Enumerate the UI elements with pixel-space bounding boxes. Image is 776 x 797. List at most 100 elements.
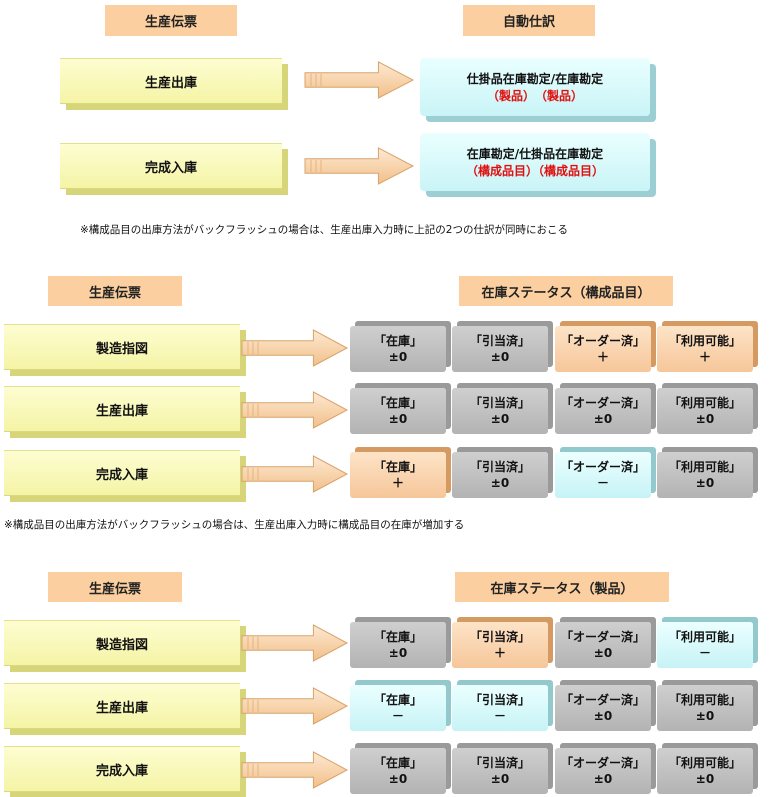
status-tile: 「引当済」 ±0 bbox=[452, 388, 548, 434]
status-tile: 「在庫」 ±0 bbox=[350, 748, 446, 794]
right-arrow-icon bbox=[241, 751, 349, 789]
status-change: ±0 bbox=[490, 772, 510, 786]
status-change: ±0 bbox=[388, 350, 408, 364]
status-tile: 「利用可能」 ±0 bbox=[657, 452, 753, 498]
section1-note: ※構成品目の出庫方法がバックフラッシュの場合は、生産出庫入力時に上記の2つの仕訳… bbox=[80, 224, 568, 236]
status-change: ±0 bbox=[695, 412, 715, 426]
journal-entry-target: （製品） （製品） bbox=[486, 89, 583, 103]
status-change: ±0 bbox=[695, 772, 715, 786]
section3-header-slip: 生産伝票 bbox=[48, 572, 182, 602]
journal-entry-line: 在庫勘定/仕掛品在庫勘定 bbox=[466, 147, 604, 161]
right-arrow-icon bbox=[241, 455, 349, 493]
status-name: 「オーダー済」 bbox=[560, 460, 645, 474]
status-tile: 「オーダー済」 ±0 bbox=[555, 748, 651, 794]
slip-box: 完成入庫 bbox=[4, 450, 240, 496]
status-name: 「引当済」 bbox=[469, 630, 530, 644]
status-change: ±0 bbox=[593, 412, 613, 426]
section1-journal-completion: 在庫勘定/仕掛品在庫勘定 （構成品目）（構成品目） bbox=[420, 133, 650, 191]
status-change: ±0 bbox=[490, 412, 510, 426]
status-change: ±0 bbox=[490, 350, 510, 364]
status-change: ±0 bbox=[695, 476, 715, 490]
status-change: ±0 bbox=[593, 772, 613, 786]
section2-note: ※構成品目の出庫方法がバックフラッシュの場合は、生産出庫入力時に構成品目の在庫が… bbox=[4, 519, 465, 531]
status-change: － bbox=[493, 709, 506, 723]
status-change: ＋ bbox=[596, 350, 609, 364]
status-tile: 「オーダー済」 ±0 bbox=[555, 622, 651, 668]
section1-slip-shipment: 生産出庫 bbox=[60, 58, 282, 104]
status-name: 「利用可能」 bbox=[668, 334, 741, 348]
journal-entry-line: 仕掛品在庫勘定/在庫勘定 bbox=[466, 72, 604, 86]
status-tile: 「オーダー済」 ±0 bbox=[555, 685, 651, 731]
status-name: 「オーダー済」 bbox=[560, 334, 645, 348]
status-change: ±0 bbox=[695, 709, 715, 723]
status-name: 「引当済」 bbox=[469, 334, 530, 348]
status-change: ＋ bbox=[391, 476, 404, 490]
section2-header-status: 在庫ステータス（構成品目） bbox=[459, 276, 673, 306]
status-change: ＋ bbox=[493, 646, 506, 660]
status-tile: 「利用可能」 ±0 bbox=[657, 685, 753, 731]
status-name: 「利用可能」 bbox=[668, 396, 741, 410]
slip-box: 生産出庫 bbox=[4, 683, 240, 729]
slip-box: 完成入庫 bbox=[4, 746, 240, 792]
right-arrow-icon bbox=[241, 687, 349, 725]
status-tile: 「引当済」 ±0 bbox=[452, 452, 548, 498]
status-change: ±0 bbox=[593, 646, 613, 660]
status-name: 「引当済」 bbox=[469, 756, 530, 770]
slip-box: 製造指図 bbox=[4, 620, 240, 666]
status-tile: 「在庫」 － bbox=[350, 685, 446, 731]
slip-box: 製造指図 bbox=[4, 324, 240, 370]
status-tile: 「オーダー済」 ＋ bbox=[555, 326, 651, 372]
status-tile: 「引当済」 ±0 bbox=[452, 326, 548, 372]
status-name: 「在庫」 bbox=[373, 693, 422, 707]
slip-box: 生産出庫 bbox=[4, 386, 240, 432]
status-name: 「利用可能」 bbox=[668, 693, 741, 707]
status-name: 「オーダー済」 bbox=[560, 693, 645, 707]
status-tile: 「引当済」 － bbox=[452, 685, 548, 731]
status-tile: 「オーダー済」 － bbox=[555, 452, 651, 498]
status-name: 「引当済」 bbox=[469, 693, 530, 707]
right-arrow-icon bbox=[304, 147, 415, 185]
status-change: ±0 bbox=[388, 412, 408, 426]
status-name: 「オーダー済」 bbox=[560, 396, 645, 410]
status-change: ±0 bbox=[388, 772, 408, 786]
status-name: 「オーダー済」 bbox=[560, 630, 645, 644]
status-change: － bbox=[698, 646, 711, 660]
right-arrow-icon bbox=[304, 61, 415, 99]
section3-header-status: 在庫ステータス（製品） bbox=[455, 572, 669, 602]
status-change: ＋ bbox=[698, 350, 711, 364]
status-name: 「利用可能」 bbox=[668, 756, 741, 770]
status-tile: 「在庫」 ±0 bbox=[350, 622, 446, 668]
section1-journal-shipment: 仕掛品在庫勘定/在庫勘定 （製品） （製品） bbox=[420, 58, 650, 116]
section2-header-slip: 生産伝票 bbox=[48, 276, 182, 306]
status-tile: 「引当済」 ±0 bbox=[452, 748, 548, 794]
status-change: ±0 bbox=[593, 709, 613, 723]
section1-header-slip: 生産伝票 bbox=[105, 5, 237, 36]
status-tile: 「在庫」 ±0 bbox=[350, 326, 446, 372]
status-tile: 「オーダー済」 ±0 bbox=[555, 388, 651, 434]
status-name: 「在庫」 bbox=[373, 396, 422, 410]
right-arrow-icon bbox=[241, 391, 349, 429]
journal-entry-target: （構成品目）（構成品目） bbox=[465, 164, 604, 178]
status-tile: 「利用可能」 ＋ bbox=[657, 326, 753, 372]
status-name: 「在庫」 bbox=[373, 334, 422, 348]
status-change: － bbox=[596, 476, 609, 490]
status-name: 「利用可能」 bbox=[668, 460, 741, 474]
status-tile: 「利用可能」 ±0 bbox=[657, 388, 753, 434]
status-tile: 「引当済」 ＋ bbox=[452, 622, 548, 668]
status-change: － bbox=[391, 709, 404, 723]
status-tile: 「利用可能」－ bbox=[657, 622, 753, 668]
status-name: 「引当済」 bbox=[469, 460, 530, 474]
status-tile: 「利用可能」 ±0 bbox=[657, 748, 753, 794]
status-name: 「オーダー済」 bbox=[560, 756, 645, 770]
status-tile: 「在庫」 ＋ bbox=[350, 452, 446, 498]
status-tile: 「在庫」 ±0 bbox=[350, 388, 446, 434]
right-arrow-icon bbox=[241, 624, 349, 662]
right-arrow-icon bbox=[241, 329, 349, 367]
section1-header-journal: 自動仕訳 bbox=[463, 5, 595, 36]
status-name: 「在庫」 bbox=[373, 460, 422, 474]
status-name: 「在庫」 bbox=[373, 630, 422, 644]
status-name: 「引当済」 bbox=[469, 396, 530, 410]
status-name: 「在庫」 bbox=[373, 756, 422, 770]
status-change: ±0 bbox=[490, 476, 510, 490]
status-change: ±0 bbox=[388, 646, 408, 660]
